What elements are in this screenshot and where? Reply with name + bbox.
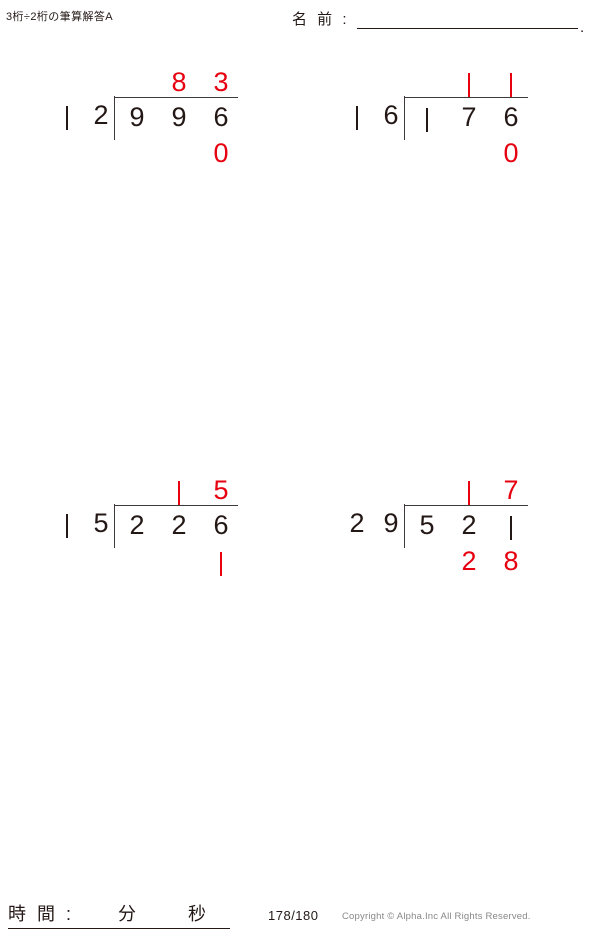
dividend-digit-1 bbox=[414, 106, 440, 133]
minute-unit-label: 分 bbox=[118, 904, 136, 924]
time-label: 時 間 : bbox=[8, 904, 75, 924]
division-bracket-horizontal bbox=[404, 505, 528, 506]
dividend-digit-1: 9 bbox=[129, 102, 145, 132]
quotient-digit-2: 7 bbox=[503, 475, 519, 505]
division-problem-1: 2 8 3 9 9 6 0 bbox=[14, 56, 294, 176]
divisor-digit-2: 5 bbox=[93, 508, 109, 538]
name-trailing-mark: . bbox=[580, 19, 585, 36]
remainder-digit-1: 2 bbox=[461, 546, 477, 576]
remainder-digit-1: 0 bbox=[213, 138, 229, 168]
divisor-digit-2: 6 bbox=[383, 100, 399, 130]
copyright-notice: Copyright © Alpha.Inc All Rights Reserve… bbox=[342, 911, 531, 922]
dividend-digit-3: 6 bbox=[213, 510, 229, 540]
name-field-group: 名 前 : . bbox=[292, 6, 592, 36]
quotient-digit-2: 5 bbox=[213, 475, 229, 505]
divisor-digit-2: 2 bbox=[93, 100, 109, 130]
quotient-digit-2: 3 bbox=[213, 67, 229, 97]
division-bracket-vertical bbox=[404, 96, 405, 140]
divisor-digit-2: 9 bbox=[383, 508, 399, 538]
division-problem-2: 6 7 6 0 bbox=[304, 56, 584, 176]
time-input-rule[interactable] bbox=[8, 928, 230, 929]
divisor-digit-1 bbox=[344, 104, 370, 131]
division-bracket-horizontal bbox=[114, 97, 238, 98]
dividend-digit-1: 5 bbox=[419, 510, 435, 540]
division-problem-3: 5 5 2 2 6 bbox=[14, 464, 294, 584]
dividend-digit-1: 2 bbox=[129, 510, 145, 540]
remainder-digit-1: 0 bbox=[503, 138, 519, 168]
second-unit-label: 秒 bbox=[188, 904, 206, 924]
page-number: 178/180 bbox=[268, 908, 319, 923]
dividend-digit-2: 7 bbox=[461, 102, 477, 132]
division-bracket-vertical bbox=[114, 504, 115, 548]
problem-grid: 2 8 3 9 9 6 0 6 7 6 0 5 5 2 2 6 2 9 bbox=[0, 56, 600, 616]
remainder-digit-1 bbox=[208, 550, 234, 577]
time-field-group: 時 間 : 分 秒 bbox=[8, 900, 230, 932]
division-bracket-vertical bbox=[404, 504, 405, 548]
dividend-digit-2: 2 bbox=[171, 510, 187, 540]
quotient-digit-1 bbox=[166, 479, 192, 506]
page-footer: 時 間 : 分 秒 178/180 Copyright © Alpha.Inc … bbox=[0, 896, 600, 944]
divisor-digit-1: 2 bbox=[349, 508, 365, 538]
division-bracket-horizontal bbox=[404, 97, 528, 98]
page-header: 3桁÷2桁の筆算解答A 名 前 : . bbox=[0, 0, 600, 44]
page-title: 3桁÷2桁の筆算解答A bbox=[6, 11, 114, 23]
quotient-digit-1 bbox=[456, 71, 482, 98]
dividend-digit-3: 6 bbox=[213, 102, 229, 132]
divisor-digit-1 bbox=[54, 104, 80, 131]
divisor-digit-1 bbox=[54, 512, 80, 539]
dividend-digit-2: 9 bbox=[171, 102, 187, 132]
quotient-digit-2 bbox=[498, 71, 524, 98]
dividend-digit-2: 2 bbox=[461, 510, 477, 540]
remainder-digit-2: 8 bbox=[503, 546, 519, 576]
dividend-digit-3: 6 bbox=[503, 102, 519, 132]
quotient-digit-1 bbox=[456, 479, 482, 506]
dividend-digit-3 bbox=[498, 514, 524, 541]
quotient-digit-1: 8 bbox=[171, 67, 187, 97]
name-label: 名 前 : bbox=[292, 11, 350, 28]
division-bracket-horizontal bbox=[114, 505, 238, 506]
division-problem-4: 2 9 7 5 2 2 8 bbox=[304, 464, 584, 584]
division-bracket-vertical bbox=[114, 96, 115, 140]
name-input-rule[interactable] bbox=[357, 28, 578, 29]
